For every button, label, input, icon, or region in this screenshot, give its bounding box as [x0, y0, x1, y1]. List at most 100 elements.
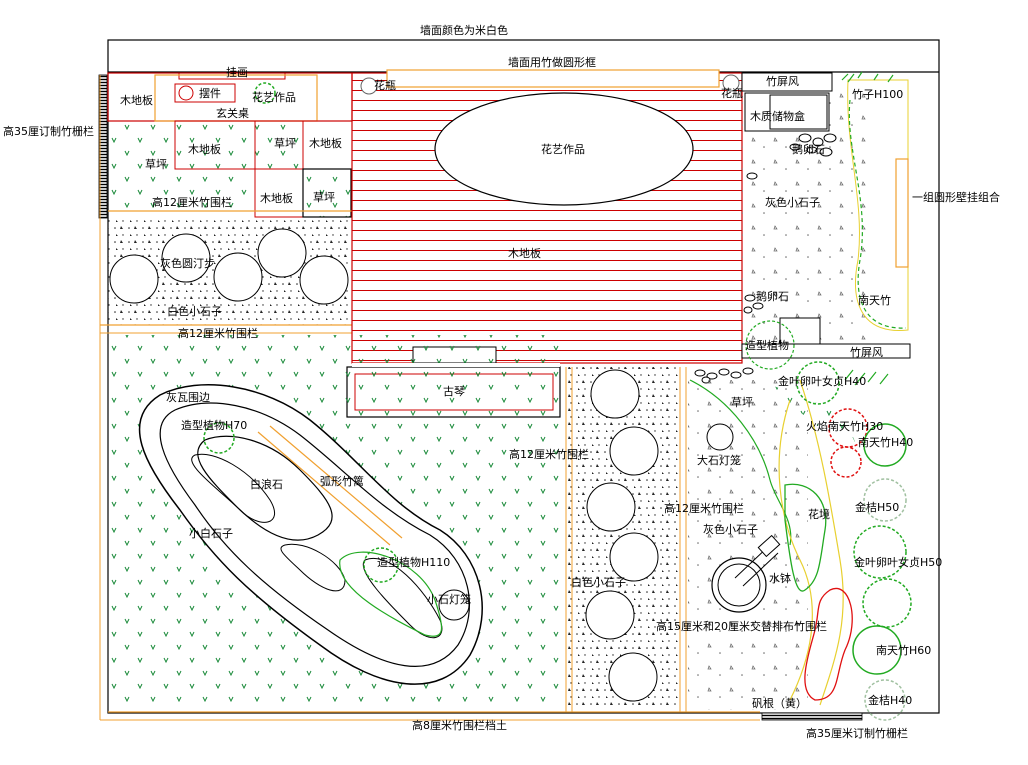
bamboo-circle-frame — [386, 69, 720, 88]
label-flower-bed: 花境 — [808, 507, 830, 521]
flower-art-ellipse — [434, 92, 694, 206]
label-hanging-painting: 挂画 — [226, 65, 248, 79]
label-stone-root: 矾根（黄） — [752, 696, 807, 710]
white-wave-stone-1 — [197, 435, 333, 541]
white-wave-stone-2 — [191, 453, 276, 523]
label-wall-hanging: 一组圆形壁挂组合 — [912, 190, 1000, 204]
label-fence-12-right: 高12厘米竹围栏 — [509, 447, 589, 461]
label-wood-floor-3: 木地板 — [309, 136, 342, 150]
label-cobble-1: 鹅卵石 — [792, 142, 825, 156]
label-white-pebbles-1: 白色小石子 — [167, 304, 222, 318]
stepping-stone — [585, 590, 635, 640]
label-fence-12-top: 高12厘米竹围栏 — [152, 195, 232, 209]
stone-root-bed — [804, 587, 853, 701]
ornament-icon — [178, 85, 194, 101]
vase-left-icon — [360, 77, 378, 95]
water-basin-inner — [717, 563, 761, 607]
stepping-stone — [213, 252, 263, 302]
small-stone-lantern — [438, 589, 470, 621]
label-fire-nandina: 火焰南天竹H30 — [806, 419, 883, 433]
label-lawn-3: 草坪 — [313, 191, 335, 204]
label-cobble-2: 鹅卵石 — [756, 289, 789, 303]
label-bamboo-screen-2: 竹屏风 — [850, 345, 883, 359]
white-wave-stone-4 — [362, 557, 443, 639]
label-lawn-1: 草坪 — [145, 158, 167, 171]
lawn-block-1 — [254, 120, 304, 170]
label-fence-8-bottom: 高8厘米竹围栏档土 — [412, 718, 507, 732]
label-grey-pebbles-1: 灰色小石子 — [765, 195, 820, 209]
label-wall-color: 墙面颜色为米白色 — [420, 23, 508, 37]
label-bamboo-h100: 竹子H100 — [852, 87, 903, 101]
white-wave-stone-3 — [280, 543, 346, 592]
label-topiary-h70: 造型植物H70 — [181, 418, 247, 432]
label-white-pebbles-2: 白色小石子 — [571, 575, 626, 589]
pond-inner — [159, 402, 471, 667]
bamboo-fence-left — [98, 74, 108, 219]
water-spout-head — [757, 534, 781, 558]
label-kumquat-h40: 金桔H40 — [868, 693, 912, 707]
arc-bamboo-fence-a — [257, 431, 391, 546]
stepping-stone — [299, 255, 349, 305]
label-fence-12-mid: 高12厘米竹围栏 — [178, 326, 258, 340]
stepping-stone — [590, 369, 640, 419]
label-vase-right: 花瓶 — [721, 86, 743, 100]
bamboo-screen-2 — [741, 343, 911, 359]
stepping-stone — [257, 228, 307, 278]
label-wood-storage: 木质储物盒 — [750, 109, 805, 123]
label-bamboo-frame: 墙面用竹做圆形框 — [508, 55, 596, 69]
label-fence-35-left: 高35厘订制竹栅栏 — [3, 124, 94, 138]
label-nandina-1: 南天竹 — [858, 293, 891, 307]
water-basin-outer — [711, 557, 767, 613]
label-topiary-h110: 造型植物H110 — [377, 555, 450, 569]
border-yellow-1 — [778, 399, 813, 701]
bamboo-fence-bottom — [761, 712, 863, 721]
stepping-stone — [608, 652, 658, 702]
shrub-icons — [796, 361, 912, 721]
painting-frame — [178, 72, 286, 80]
flower-bed-outline — [784, 483, 827, 592]
bamboo-bed-green — [848, 99, 907, 329]
label-ornament: 摆件 — [199, 86, 221, 100]
bamboo-bed-edge — [847, 79, 909, 331]
label-nandina-h40: 南天竹H40 — [858, 435, 913, 449]
stepping-stone — [161, 233, 211, 283]
stepping-stone — [586, 482, 636, 532]
label-lawn-right: 草坪 — [731, 396, 753, 409]
label-flower-art-small: 花艺作品 — [252, 91, 296, 104]
arc-bamboo-fence-b — [269, 425, 403, 539]
label-golden-ligustrum-h40: 金叶卵叶女贞H40 — [778, 374, 866, 388]
vase-right-icon — [722, 74, 740, 92]
stepping-stone — [109, 254, 159, 304]
wall-hanging-group — [895, 158, 909, 268]
bamboo-screen-1 — [741, 72, 833, 92]
label-guqin: 古琴 — [443, 385, 465, 398]
label-kumquat-h50: 金桔H50 — [855, 500, 899, 514]
label-fence-35-bottom: 高35厘米订制竹栅栏 — [806, 726, 908, 740]
label-white-wave-stone: 白浪石 — [250, 477, 283, 491]
label-grey-stepping: 灰色圆汀步 — [160, 256, 215, 270]
big-stone-lantern — [706, 423, 734, 451]
flower-art-icon — [254, 82, 276, 104]
label-water-basin: 水钵 — [769, 571, 791, 585]
lawn-edge — [689, 379, 792, 546]
label-wood-floor-1: 木地板 — [120, 93, 153, 107]
label-lawn-2: 草坪 — [274, 137, 296, 150]
label-big-stone-lantern: 大石灯笼 — [697, 453, 741, 467]
label-arc-bamboo-fence: 弧形竹篱 — [320, 474, 364, 488]
label-grey-pebbles-2: 灰色小石子 — [703, 522, 758, 536]
topiary-h110-icon — [363, 547, 399, 583]
label-bamboo-screen-1: 竹屏风 — [766, 74, 799, 88]
wood-storage-inner — [769, 94, 828, 130]
bamboo-icon — [841, 71, 894, 386]
label-alternate-fence: 高15厘米和20厘米交替排布竹围栏 — [656, 619, 827, 633]
topiary-h70-icon — [203, 422, 235, 454]
label-wood-floor-2: 木地板 — [188, 142, 221, 156]
grey-gravel-upper — [742, 90, 868, 340]
label-fence-12-right2: 高12厘米竹围栏 — [664, 501, 744, 515]
label-wood-floor-4: 木地板 — [260, 191, 293, 205]
label-wood-floor-main: 木地板 — [508, 246, 541, 260]
label-topiary-1: 造型植物 — [745, 338, 789, 352]
label-entry-table: 玄关桌 — [216, 106, 249, 120]
wood-storage-box — [744, 92, 830, 132]
